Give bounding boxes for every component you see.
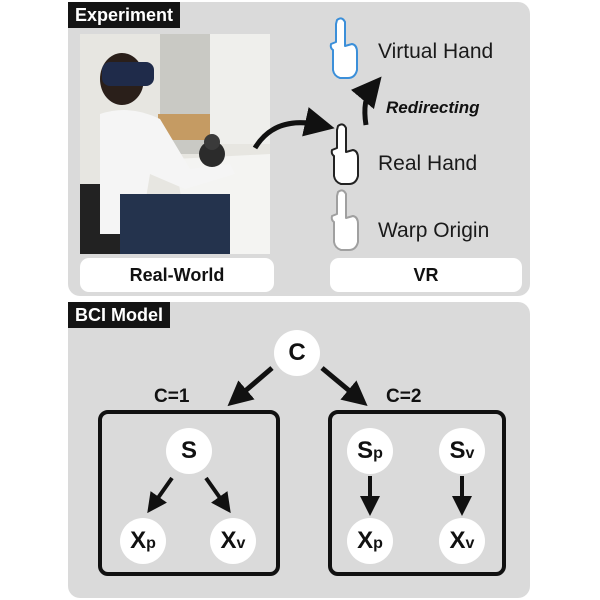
experiment-tag: Experiment xyxy=(68,2,181,28)
node-sp: Sp xyxy=(347,428,393,474)
real-world-photo xyxy=(80,34,270,254)
node-c: C xyxy=(274,330,320,376)
arrow-s-to-xp xyxy=(147,476,174,514)
condition-c1-label: C=1 xyxy=(154,386,190,407)
warp-origin-hand-icon xyxy=(330,189,359,251)
arrow-c-to-c1 xyxy=(227,366,274,407)
redirecting-label: Redirecting xyxy=(386,98,480,117)
arrow-s-to-xv xyxy=(204,476,231,514)
warp-origin-label: Warp Origin xyxy=(378,219,490,242)
experiment-overlay xyxy=(252,17,382,251)
real-hand-icon xyxy=(330,123,359,185)
virtual-hand-label: Virtual Hand xyxy=(378,40,494,63)
mapping-arrow xyxy=(252,107,335,150)
node-sv: Sv xyxy=(439,428,485,474)
virtual-hand-icon xyxy=(329,17,358,79)
participant-illustration xyxy=(80,34,270,254)
bci-model-tag: BCI Model xyxy=(68,302,170,328)
node-xp-left: Xp xyxy=(120,518,166,564)
node-xv-right: Xv xyxy=(439,518,485,564)
real-world-label: Real-World xyxy=(80,258,274,292)
node-xp-right: Xp xyxy=(347,518,393,564)
vr-label: VR xyxy=(330,258,522,292)
redirecting-arrow xyxy=(350,76,382,126)
c1-box xyxy=(98,410,280,576)
node-xv-left: Xv xyxy=(210,518,256,564)
arrow-c-to-c2 xyxy=(320,366,368,407)
condition-c2-label: C=2 xyxy=(386,386,422,407)
real-hand-label: Real Hand xyxy=(378,152,478,175)
c2-box xyxy=(328,410,506,576)
node-s: S xyxy=(166,428,212,474)
